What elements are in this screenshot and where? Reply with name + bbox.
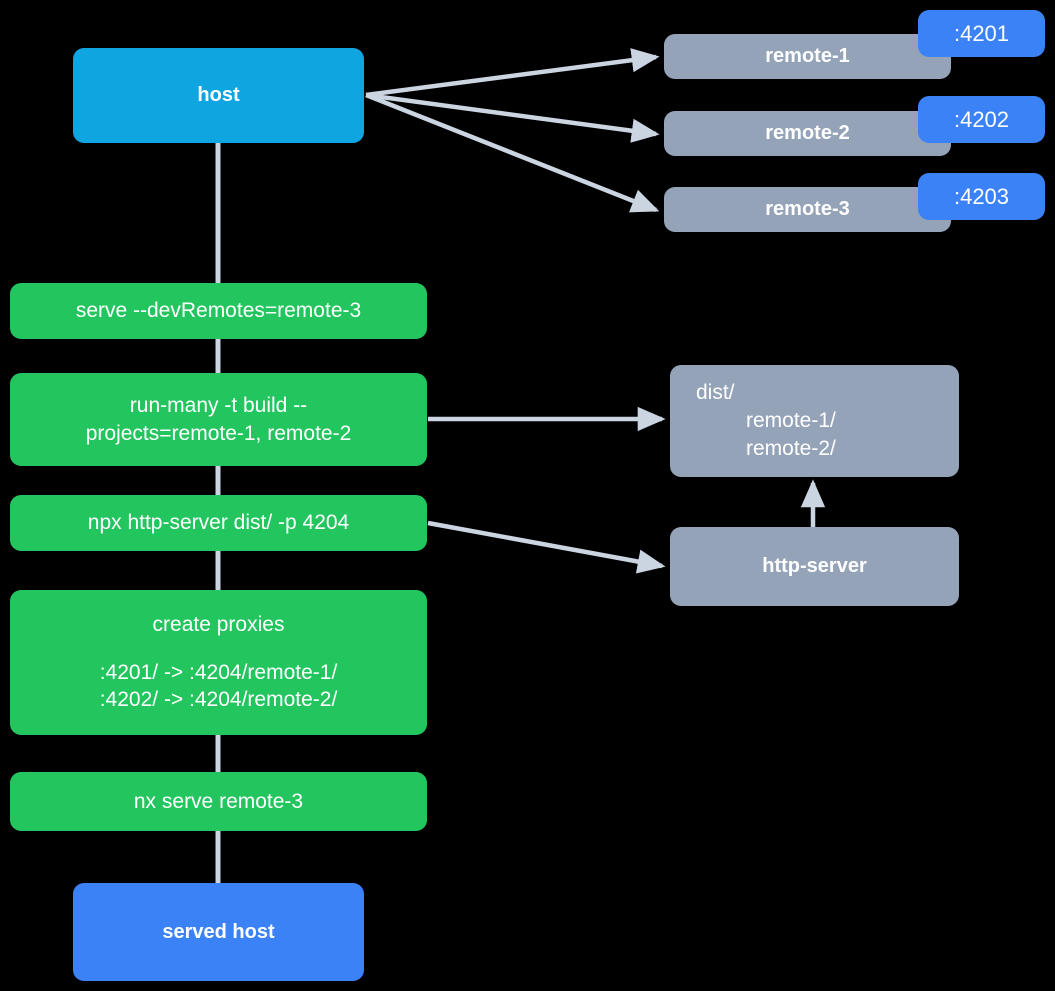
node-served-host[interactable]: served host [73,883,364,981]
node-command-nx-serve-remote-3-label: nx serve remote-3 [133,789,304,813]
node-host[interactable]: host [73,48,364,143]
node-http-server-label: http-server [762,555,867,578]
node-remote-2[interactable]: remote-2 [664,111,951,156]
node-remote-1-label: remote-1 [765,45,850,68]
node-command-serve-label: serve --devRemotes=remote-3 [75,299,362,323]
edge-npx-to-http-server [427,520,666,574]
node-remote-3-label: remote-3 [765,198,850,221]
node-dist-root-label: dist/ [696,381,735,405]
port-badge-4202[interactable]: :4202 [918,96,1045,143]
edge-host-to-remote-1 [365,48,660,98]
node-command-run-many-line-2: projects=remote-1, remote-2 [85,421,352,445]
node-remote-1[interactable]: remote-1 [664,34,951,79]
node-command-run-many-line-1: run-many -t build -- [129,393,308,417]
node-command-create-proxies[interactable]: create proxies :4201/ -> :4204/remote-1/… [10,590,427,735]
node-served-host-label: served host [162,920,275,943]
node-command-run-many[interactable]: run-many -t build -- projects=remote-1, … [10,373,427,466]
node-command-nx-serve-remote-3[interactable]: nx serve remote-3 [10,772,427,831]
port-badge-4203-label: :4203 [953,183,1010,209]
node-dist-child-remote-2: remote-2/ [746,436,836,460]
node-command-create-proxies-title: create proxies [152,612,285,636]
node-command-npx-http-server[interactable]: npx http-server dist/ -p 4204 [10,495,427,551]
node-dist-child-remote-1: remote-1/ [746,409,836,433]
node-dist-directory[interactable]: dist/ remote-1/ remote-2/ [670,365,959,477]
port-badge-4201-label: :4201 [953,20,1010,46]
node-command-serve[interactable]: serve --devRemotes=remote-3 [10,283,427,339]
edge-host-to-remote-3 [365,92,660,213]
port-badge-4203[interactable]: :4203 [918,173,1045,220]
edge-host-to-remote-2 [365,92,660,143]
node-command-create-proxies-mapping-1: :4201/ -> :4204/remote-1/ [99,660,338,684]
node-command-npx-http-server-label: npx http-server dist/ -p 4204 [87,511,350,535]
port-badge-4202-label: :4202 [953,106,1010,132]
node-remote-2-label: remote-2 [765,122,850,145]
node-remote-3[interactable]: remote-3 [664,187,951,232]
port-badge-4201[interactable]: :4201 [918,10,1045,57]
node-http-server[interactable]: http-server [670,527,959,606]
node-host-label: host [197,84,240,107]
node-command-create-proxies-mapping-2: :4202/ -> :4204/remote-2/ [99,688,338,712]
